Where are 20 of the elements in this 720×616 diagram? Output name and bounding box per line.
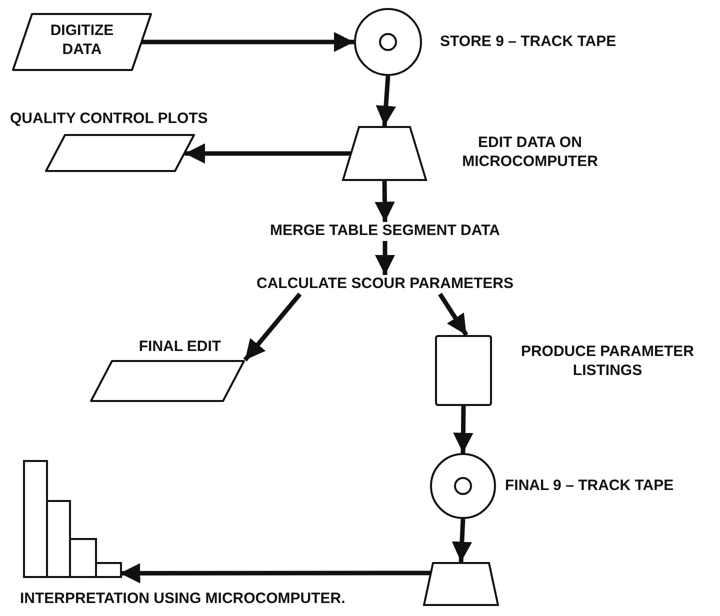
arrow bbox=[184, 143, 350, 164]
arrow bbox=[142, 32, 354, 52]
step-label: FINAL EDIT bbox=[138, 338, 222, 357]
arrow bbox=[453, 406, 474, 454]
arrow bbox=[243, 292, 302, 362]
step-label: QUALITY CONTROL PLOTS bbox=[10, 110, 209, 129]
step-label: INTERPRETATION USING MICROCOMPUTER. bbox=[20, 590, 346, 609]
arrow bbox=[374, 241, 396, 275]
process-step-text: CALCULATE SCOUR PARAMETERS bbox=[256, 275, 514, 294]
arrow bbox=[438, 292, 468, 336]
arrow bbox=[120, 563, 430, 584]
arrow bbox=[376, 76, 396, 126]
step-label: FINAL 9 – TRACK TAPE bbox=[505, 477, 675, 496]
arrow bbox=[452, 518, 472, 562]
step-label: PRODUCE PARAMETER LISTINGS bbox=[520, 343, 696, 380]
process-step-text: MERGE TABLE SEGMENT DATA bbox=[269, 222, 501, 241]
arrow bbox=[374, 180, 395, 222]
step-label: STORE 9 – TRACK TAPE bbox=[440, 33, 618, 52]
step-label: DIGITIZE DATA bbox=[49, 22, 115, 60]
step-label: EDIT DATA ON MICROCOMPUTER bbox=[461, 134, 599, 172]
